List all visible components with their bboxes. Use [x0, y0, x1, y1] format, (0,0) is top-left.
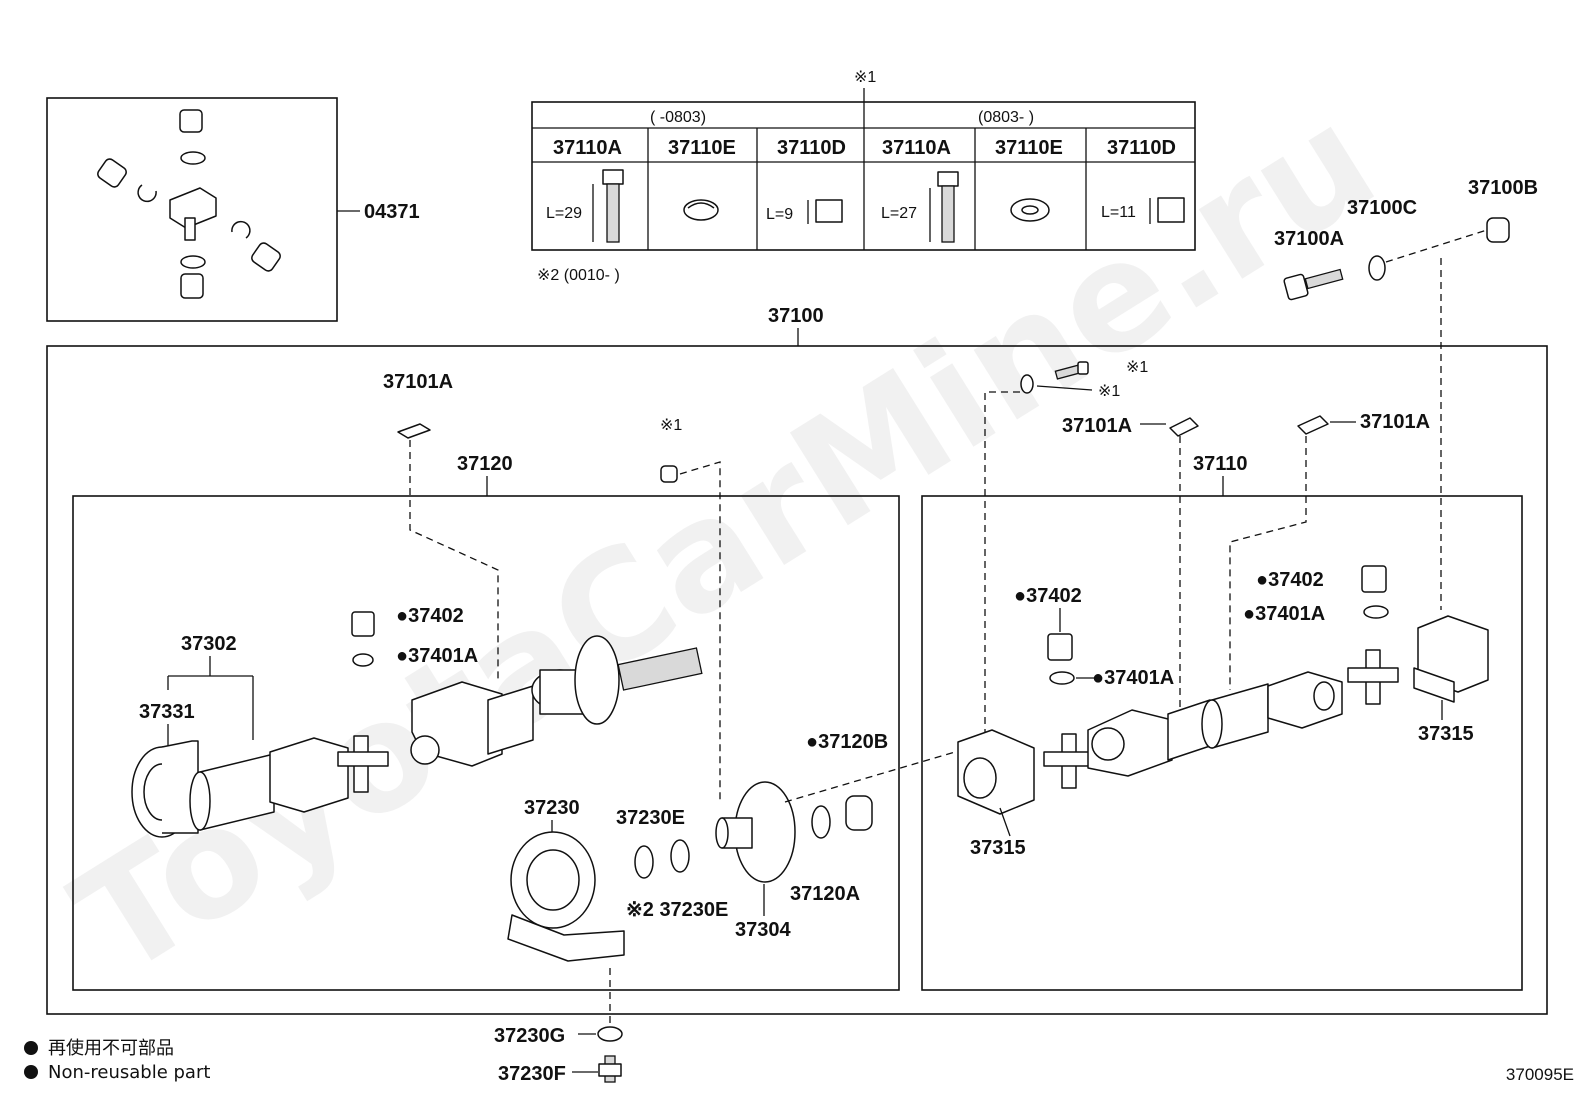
label-37230E-top: 37230E	[616, 807, 685, 829]
dim-l29: L=29	[546, 205, 582, 222]
spider-left	[337, 735, 389, 793]
nut-37120B	[845, 795, 873, 831]
flange-yoke-37315-left	[957, 729, 1035, 815]
support-bearing-37230	[507, 831, 625, 962]
label-37120A: 37120A	[790, 883, 860, 905]
legend-text-en: Non-reusable part	[48, 1062, 211, 1083]
flange-bolt-37100A	[1283, 268, 1344, 301]
table-footnote: ※2 (0010- )	[537, 267, 620, 284]
collar-icon	[815, 199, 843, 223]
label-37402-mid: ●37402	[1014, 585, 1082, 607]
label-37402-right: ●37402	[1256, 569, 1324, 591]
label-37401A-left: ●37401A	[396, 645, 478, 667]
nut-37100B	[1486, 217, 1510, 243]
flange-37304	[715, 781, 796, 883]
assembly-37120-box	[72, 495, 900, 991]
label-37120B: ●37120B	[806, 731, 888, 753]
table-header-4: 37110A	[882, 137, 951, 159]
table-header-5: 37110E	[995, 137, 1063, 159]
clip-37101A-right	[1297, 415, 1329, 435]
seal-37402-mid	[1047, 633, 1073, 661]
clip-37101A-left	[397, 423, 431, 439]
label-37401A-mid: ●37401A	[1092, 667, 1174, 689]
center-bearing-37331	[131, 740, 199, 838]
collar-icon	[1157, 197, 1185, 223]
flange-yoke-37315-right	[1413, 615, 1489, 703]
spider-mid	[1043, 733, 1095, 789]
bolt-note1	[1054, 361, 1089, 380]
diagram-ref-code: 370095E	[1505, 1065, 1574, 1084]
legend-text-jp: 再使用不可部品	[48, 1038, 174, 1059]
label-37101A-right: 37101A	[1360, 411, 1430, 433]
label-37110: 37110	[1193, 453, 1248, 475]
washer-37230E-a	[634, 845, 654, 879]
note-1-top: ※1	[854, 69, 876, 86]
label-37230E-bottom: ※2 37230E	[626, 899, 728, 921]
dim-l11: L=11	[1101, 204, 1136, 221]
note-1-center: ※1	[660, 417, 682, 434]
label-37331: 37331	[139, 701, 195, 723]
washer-note1	[1020, 374, 1034, 394]
bullet-icon	[24, 1041, 38, 1055]
washer-37230G	[597, 1026, 623, 1042]
joint-kit-box	[46, 97, 338, 322]
bolt-spec-table: ( -0803) (0803- ) 37110A 37110E 37110D 3…	[531, 101, 1196, 251]
bolt-icon	[602, 169, 624, 185]
spider-kit-illustration	[97, 109, 281, 299]
bullet-icon	[24, 1065, 38, 1079]
table-header-3: 37110D	[777, 137, 846, 159]
assembly-37100-box	[46, 345, 1548, 1015]
table-header-1: 37110A	[553, 137, 622, 159]
assembly-37110-box	[921, 495, 1523, 991]
label-37120: 37120	[457, 453, 513, 475]
label-37100C: 37100C	[1347, 197, 1417, 219]
label-37100B: 37100B	[1468, 177, 1538, 199]
label-04371: 04371	[364, 201, 420, 223]
snap-ring-37401A-right	[1363, 605, 1389, 619]
table-header-6: 37110D	[1107, 137, 1176, 159]
snap-ring-37401A-mid	[1049, 671, 1075, 685]
label-37315-left: 37315	[970, 837, 1026, 859]
table-group-right: (0803- )	[978, 109, 1034, 126]
label-37101A-mid: 37101A	[1062, 415, 1132, 437]
label-37315-right: 37315	[1418, 723, 1474, 745]
nut-note1	[660, 465, 678, 483]
label-37230G: 37230G	[494, 1025, 565, 1047]
propeller-shaft-rear	[1087, 671, 1343, 777]
label-37230: 37230	[524, 797, 580, 819]
bolt-icon	[937, 171, 959, 187]
label-37402-left: ●37402	[396, 605, 464, 627]
spider-right	[1347, 649, 1399, 705]
note-1-bolt: ※1	[1126, 359, 1148, 376]
label-37401A-right: ●37401A	[1243, 603, 1325, 625]
seal-37402-left	[351, 611, 375, 637]
label-37304: 37304	[735, 919, 791, 941]
dim-l9: L=9	[766, 206, 793, 223]
label-37101A-left: 37101A	[383, 371, 453, 393]
sleeve-yoke-37302	[189, 737, 349, 831]
label-37302: 37302	[181, 633, 237, 655]
washer-37230E-b	[670, 839, 690, 873]
dim-l27: L=27	[881, 205, 917, 222]
legend-line-2: Non-reusable part	[24, 1062, 210, 1083]
propeller-shaft-front	[410, 635, 703, 767]
clip-37101A-mid	[1169, 417, 1199, 437]
watermark: ToyotaCarMine.ru	[47, 73, 1404, 1011]
washer-37100C	[1368, 255, 1386, 281]
washer-37120A	[811, 805, 831, 839]
note-1-washer: ※1	[1098, 383, 1120, 400]
label-37100A: 37100A	[1274, 228, 1344, 250]
label-37100: 37100	[768, 305, 824, 327]
legend-line-1: 再使用不可部品	[24, 1034, 174, 1060]
table-header-2: 37110E	[668, 137, 736, 159]
snap-ring-37401A-left	[352, 653, 374, 667]
label-37230F: 37230F	[498, 1063, 566, 1085]
table-group-left: ( -0803)	[650, 109, 706, 126]
seal-37402-right	[1361, 565, 1387, 593]
